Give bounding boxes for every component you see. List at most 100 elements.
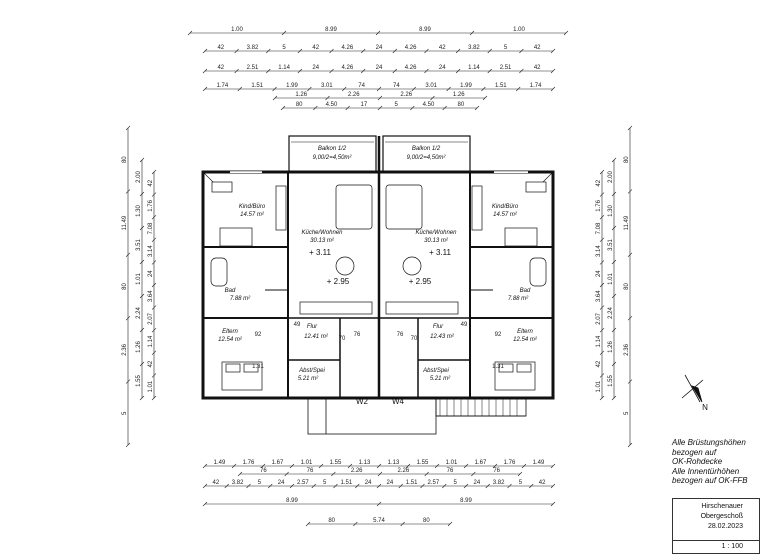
dim-left-inner-label: 42	[148, 360, 154, 367]
dim-top-4-tick	[550, 86, 556, 92]
dim-top-2-label: 5	[282, 45, 286, 51]
dim-right-inner-label: 3.64	[596, 290, 602, 302]
dim-right-inner-label: 2.07	[596, 312, 602, 324]
dim-right-inner-tick	[599, 395, 605, 401]
dim-top-3-tick	[202, 68, 208, 74]
dim-top-5-tick	[280, 105, 286, 111]
room-kind-name: Kind/Büro	[492, 204, 519, 210]
dim-bottom-2-label: 24	[365, 480, 372, 486]
dim-bottom-1b-label: 76	[307, 468, 314, 474]
dim-top-2-label: 24	[376, 45, 383, 51]
dim-left-mid-label: 3.51	[136, 239, 142, 251]
level-label: + 3.11	[429, 248, 451, 257]
dim-bottom-1-label: 1.01	[446, 460, 458, 466]
dim-left-inner-tick	[151, 169, 157, 175]
dim-right-outer-tick	[627, 379, 633, 384]
dim-top-1-label: 8.99	[325, 27, 337, 33]
dim-top-4-tick	[515, 86, 521, 92]
level-label: + 2.95	[409, 277, 432, 286]
dim-top-4-tick	[446, 86, 451, 92]
dim-left-inner-tick	[151, 237, 157, 243]
dim-top-4-label: 1.99	[460, 83, 472, 89]
dim-top-1-tick	[563, 30, 569, 36]
dim-bottom-1b-label: 76	[493, 468, 500, 474]
dim-right-inner-tick	[599, 169, 605, 175]
dim-top-4-tick	[411, 86, 417, 92]
unit-label: W2	[356, 397, 369, 406]
dim-top-1-tick	[375, 30, 381, 36]
dim-bottom-1-label: 1.67	[272, 460, 284, 466]
dim-right-mid-tick	[611, 293, 617, 299]
dim-bottom-1-label: 1.49	[214, 460, 226, 466]
dim-top-4-tick	[341, 86, 347, 92]
room-bad-name: Bad	[520, 288, 531, 294]
dim-top-3-label: 4.26	[342, 65, 354, 71]
dim-bottom-1-label: 1.76	[243, 460, 255, 466]
dim-top-3-tick	[266, 68, 271, 74]
dim-top-1-tick	[281, 30, 287, 36]
dim-top-2-tick	[234, 48, 239, 54]
room-eltern-area: 12.54 m²	[218, 337, 243, 343]
dim-top-4-label: 3.01	[321, 83, 333, 89]
room-kueche-area: 30.13 m²	[424, 238, 449, 244]
dim-left-inner-tick	[151, 282, 157, 288]
dim-left-mid-tick	[139, 395, 145, 401]
dim-right-outer-label: 5	[624, 411, 630, 415]
dim-top-5-tick	[377, 105, 383, 111]
dim-bottom-2-tick	[224, 483, 229, 489]
dim-top-1-label: 8.99	[419, 27, 431, 33]
dim-top-5-label: 4.50	[423, 102, 435, 108]
dim-left-mid-tick	[139, 361, 145, 367]
dim-top-3-label: 1.14	[278, 65, 290, 71]
dim-top-3-tick	[329, 68, 334, 74]
dim-top-4-label: 3.01	[425, 83, 437, 89]
dim-bottom-1-tick	[231, 463, 237, 469]
dim-right-inner-label: 42	[596, 179, 602, 186]
dim-bottom-2-tick	[246, 483, 251, 489]
dim-right-inner-tick	[599, 237, 605, 243]
dim-bottom-2-label: 42	[539, 480, 546, 486]
dim-top-3-label: 4.26	[405, 65, 417, 71]
dim-bottom-2-label: 24	[474, 480, 481, 486]
dim-top-4-label: 1.51	[251, 83, 263, 89]
dim-left-inner-tick	[151, 327, 157, 333]
dim-bottom-3-tick	[376, 501, 382, 507]
dim-bottom-2-tick	[398, 483, 403, 489]
dim-bottom-1-tick	[318, 463, 324, 469]
dim-bottom-1-tick	[260, 463, 266, 469]
dim-right-inner-label: 1.76	[596, 199, 602, 211]
dim-top-2-tick	[455, 48, 461, 54]
dim-bottom-1b-label: 76	[260, 468, 267, 474]
dimension-lines	[125, 30, 633, 527]
dim-left-inner-label: 42	[148, 179, 154, 186]
dim-right-mid-label: 1.01	[608, 273, 614, 285]
dim-top-1-tick	[187, 30, 193, 36]
dim-bottom-2-label: 42	[213, 480, 220, 486]
dim-bottom-2-tick	[268, 483, 273, 489]
dim-top-2-tick	[202, 48, 208, 54]
dim-right-mid-label: 2.00	[608, 171, 614, 183]
dim-left-mid-tick	[139, 191, 145, 197]
bed-eltern-left	[221, 361, 263, 391]
dim-left-inner-tick	[151, 395, 157, 401]
dim-top-3-label: 24	[312, 65, 319, 71]
dim-top-3-tick	[297, 68, 303, 74]
dim-top-4-label: 1.74	[217, 83, 229, 89]
dim-right-inner-label: 1.01	[596, 380, 602, 392]
dim-bottom-1-label: 1.55	[417, 460, 429, 466]
dim-bottom-1-tick	[347, 463, 353, 469]
dim-top-4-tick	[237, 86, 243, 92]
dim-bottom-1b-label: 2.26	[351, 468, 363, 474]
dim-left-mid-tick	[139, 327, 145, 333]
dim-top-4b-tick	[482, 95, 488, 101]
dim-top-3-tick	[487, 68, 492, 74]
dim-left-outer-label: 80	[122, 156, 128, 163]
dim-bottom-2-label: 5	[258, 480, 262, 486]
dim-bottom-2-tick	[311, 483, 316, 489]
dim-bottom-1b-tick	[284, 471, 289, 477]
dim-top-2-label: 42	[312, 45, 319, 51]
dim-top-3-label: 42	[217, 65, 224, 71]
sofa-left	[335, 184, 373, 230]
dim-top-2-tick	[297, 48, 303, 54]
dim-right-mid-tick	[611, 395, 617, 401]
